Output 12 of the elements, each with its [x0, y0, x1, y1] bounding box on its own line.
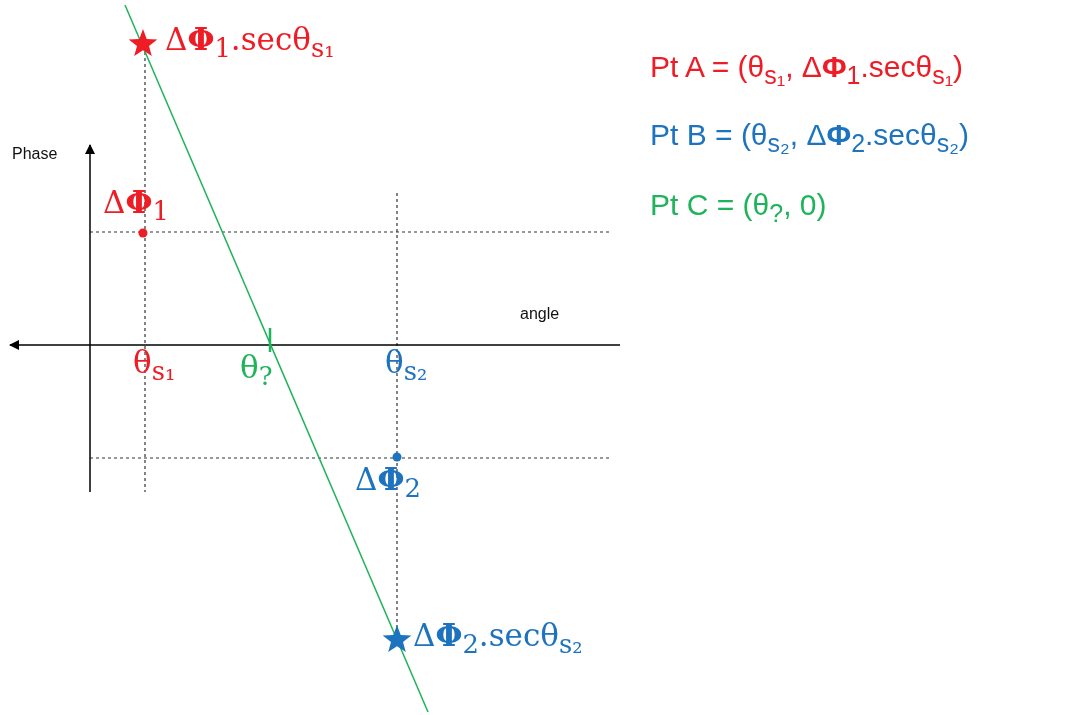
math-label: ΔΦ$_{1}$ — [103, 185, 169, 226]
math-label: ΔΦ$_{2}$ — [355, 462, 421, 503]
math-label: ΔΦ$_{2}$.secθ$_{s₂}$ — [413, 618, 583, 659]
point-formula: Pt B = (θ$_{s₂}$, ΔΦ$_{2}$.secθ$_{s₂}$) — [650, 118, 969, 158]
math-label: θ$_{?}$ — [240, 350, 273, 391]
math-label: θ$_{s₁}$ — [133, 345, 176, 386]
point-formula: Pt A = (θ$_{s₁}$, ΔΦ$_{1}$.secθ$_{s₁}$) — [650, 50, 964, 90]
point-formula: Pt C = (θ$_{?}$, 0) — [650, 188, 827, 228]
math-label: θ$_{s₂}$ — [385, 345, 428, 386]
axis-label: Phase — [12, 145, 58, 163]
math-label: ΔΦ$_{1}$.secθ$_{s₁}$ — [165, 22, 335, 63]
axis-label: angle — [520, 305, 560, 323]
